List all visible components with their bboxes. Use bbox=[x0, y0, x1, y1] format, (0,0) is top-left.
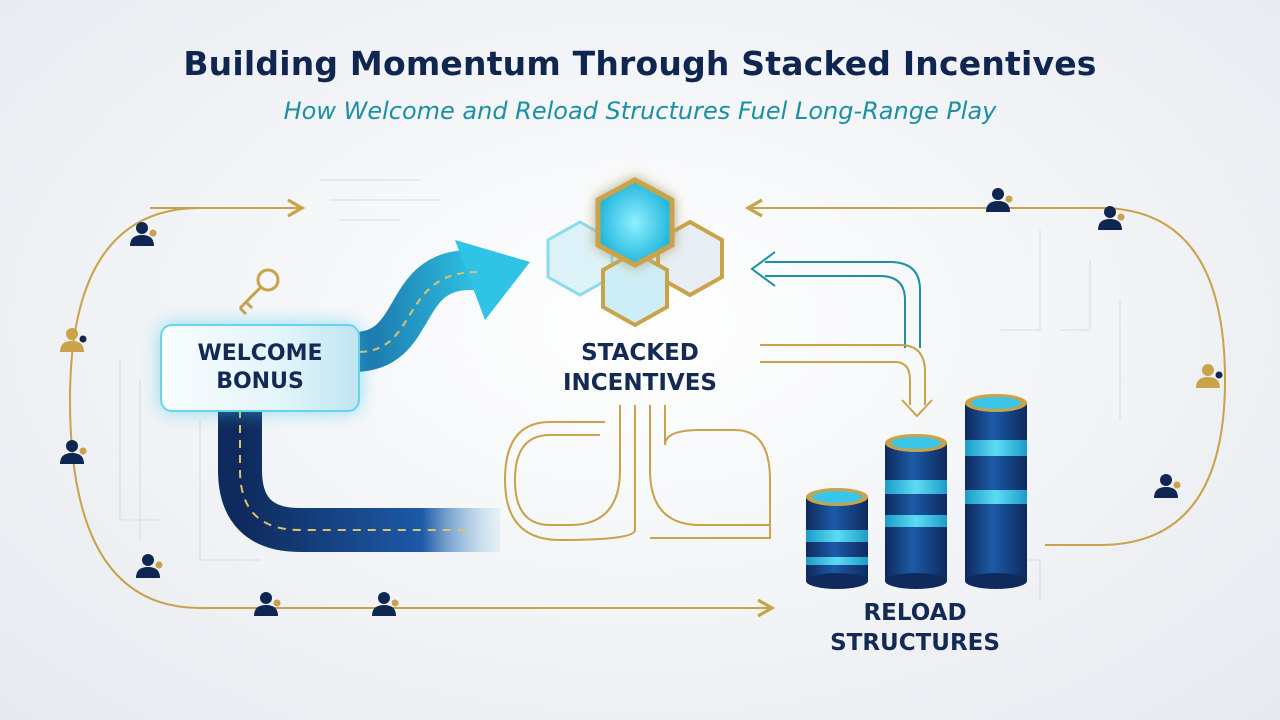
user-icon bbox=[1154, 474, 1181, 498]
key-icon bbox=[238, 268, 280, 316]
background-circuit-lines bbox=[119, 179, 1121, 600]
page-title: Building Momentum Through Stacked Incent… bbox=[183, 44, 1097, 83]
user-icon bbox=[60, 440, 87, 464]
reload-structures-label: RELOAD STRUCTURES bbox=[800, 598, 1030, 658]
user-icon bbox=[372, 592, 399, 616]
user-icon bbox=[254, 592, 281, 616]
user-icon bbox=[1098, 206, 1125, 230]
page-subtitle: How Welcome and Reload Structures Fuel L… bbox=[283, 97, 997, 125]
user-icon bbox=[136, 554, 163, 578]
welcome-bonus-node: WELCOME BONUS bbox=[160, 324, 360, 412]
navy-road bbox=[218, 408, 500, 552]
coin-stack-icon bbox=[806, 394, 1027, 589]
gold-track-loops bbox=[503, 405, 771, 542]
welcome-line-1: WELCOME bbox=[197, 341, 323, 366]
user-icons bbox=[60, 188, 1223, 616]
reload-line-1: RELOAD bbox=[863, 600, 967, 626]
hexagon-cluster bbox=[546, 177, 724, 328]
hexagon-icon bbox=[595, 177, 675, 268]
reload-return-arrow bbox=[750, 251, 921, 348]
gold-cycle-loop bbox=[68, 198, 1227, 618]
stacked-incentives-label: STACKED INCENTIVES bbox=[540, 338, 740, 398]
user-icon bbox=[130, 222, 157, 246]
welcome-line-2: BONUS bbox=[216, 369, 304, 394]
user-icon bbox=[60, 328, 87, 352]
user-icon bbox=[986, 188, 1013, 212]
stacked-line-1: STACKED bbox=[581, 340, 699, 366]
navy-road-dash bbox=[239, 410, 470, 531]
welcome-to-stacked-arrow bbox=[353, 250, 480, 372]
user-icon bbox=[1196, 364, 1223, 388]
stacked-to-reload-arrow bbox=[760, 344, 933, 418]
stacked-line-2: INCENTIVES bbox=[563, 370, 717, 396]
reload-line-2: STRUCTURES bbox=[830, 630, 1000, 656]
arrow-icon bbox=[455, 240, 530, 320]
